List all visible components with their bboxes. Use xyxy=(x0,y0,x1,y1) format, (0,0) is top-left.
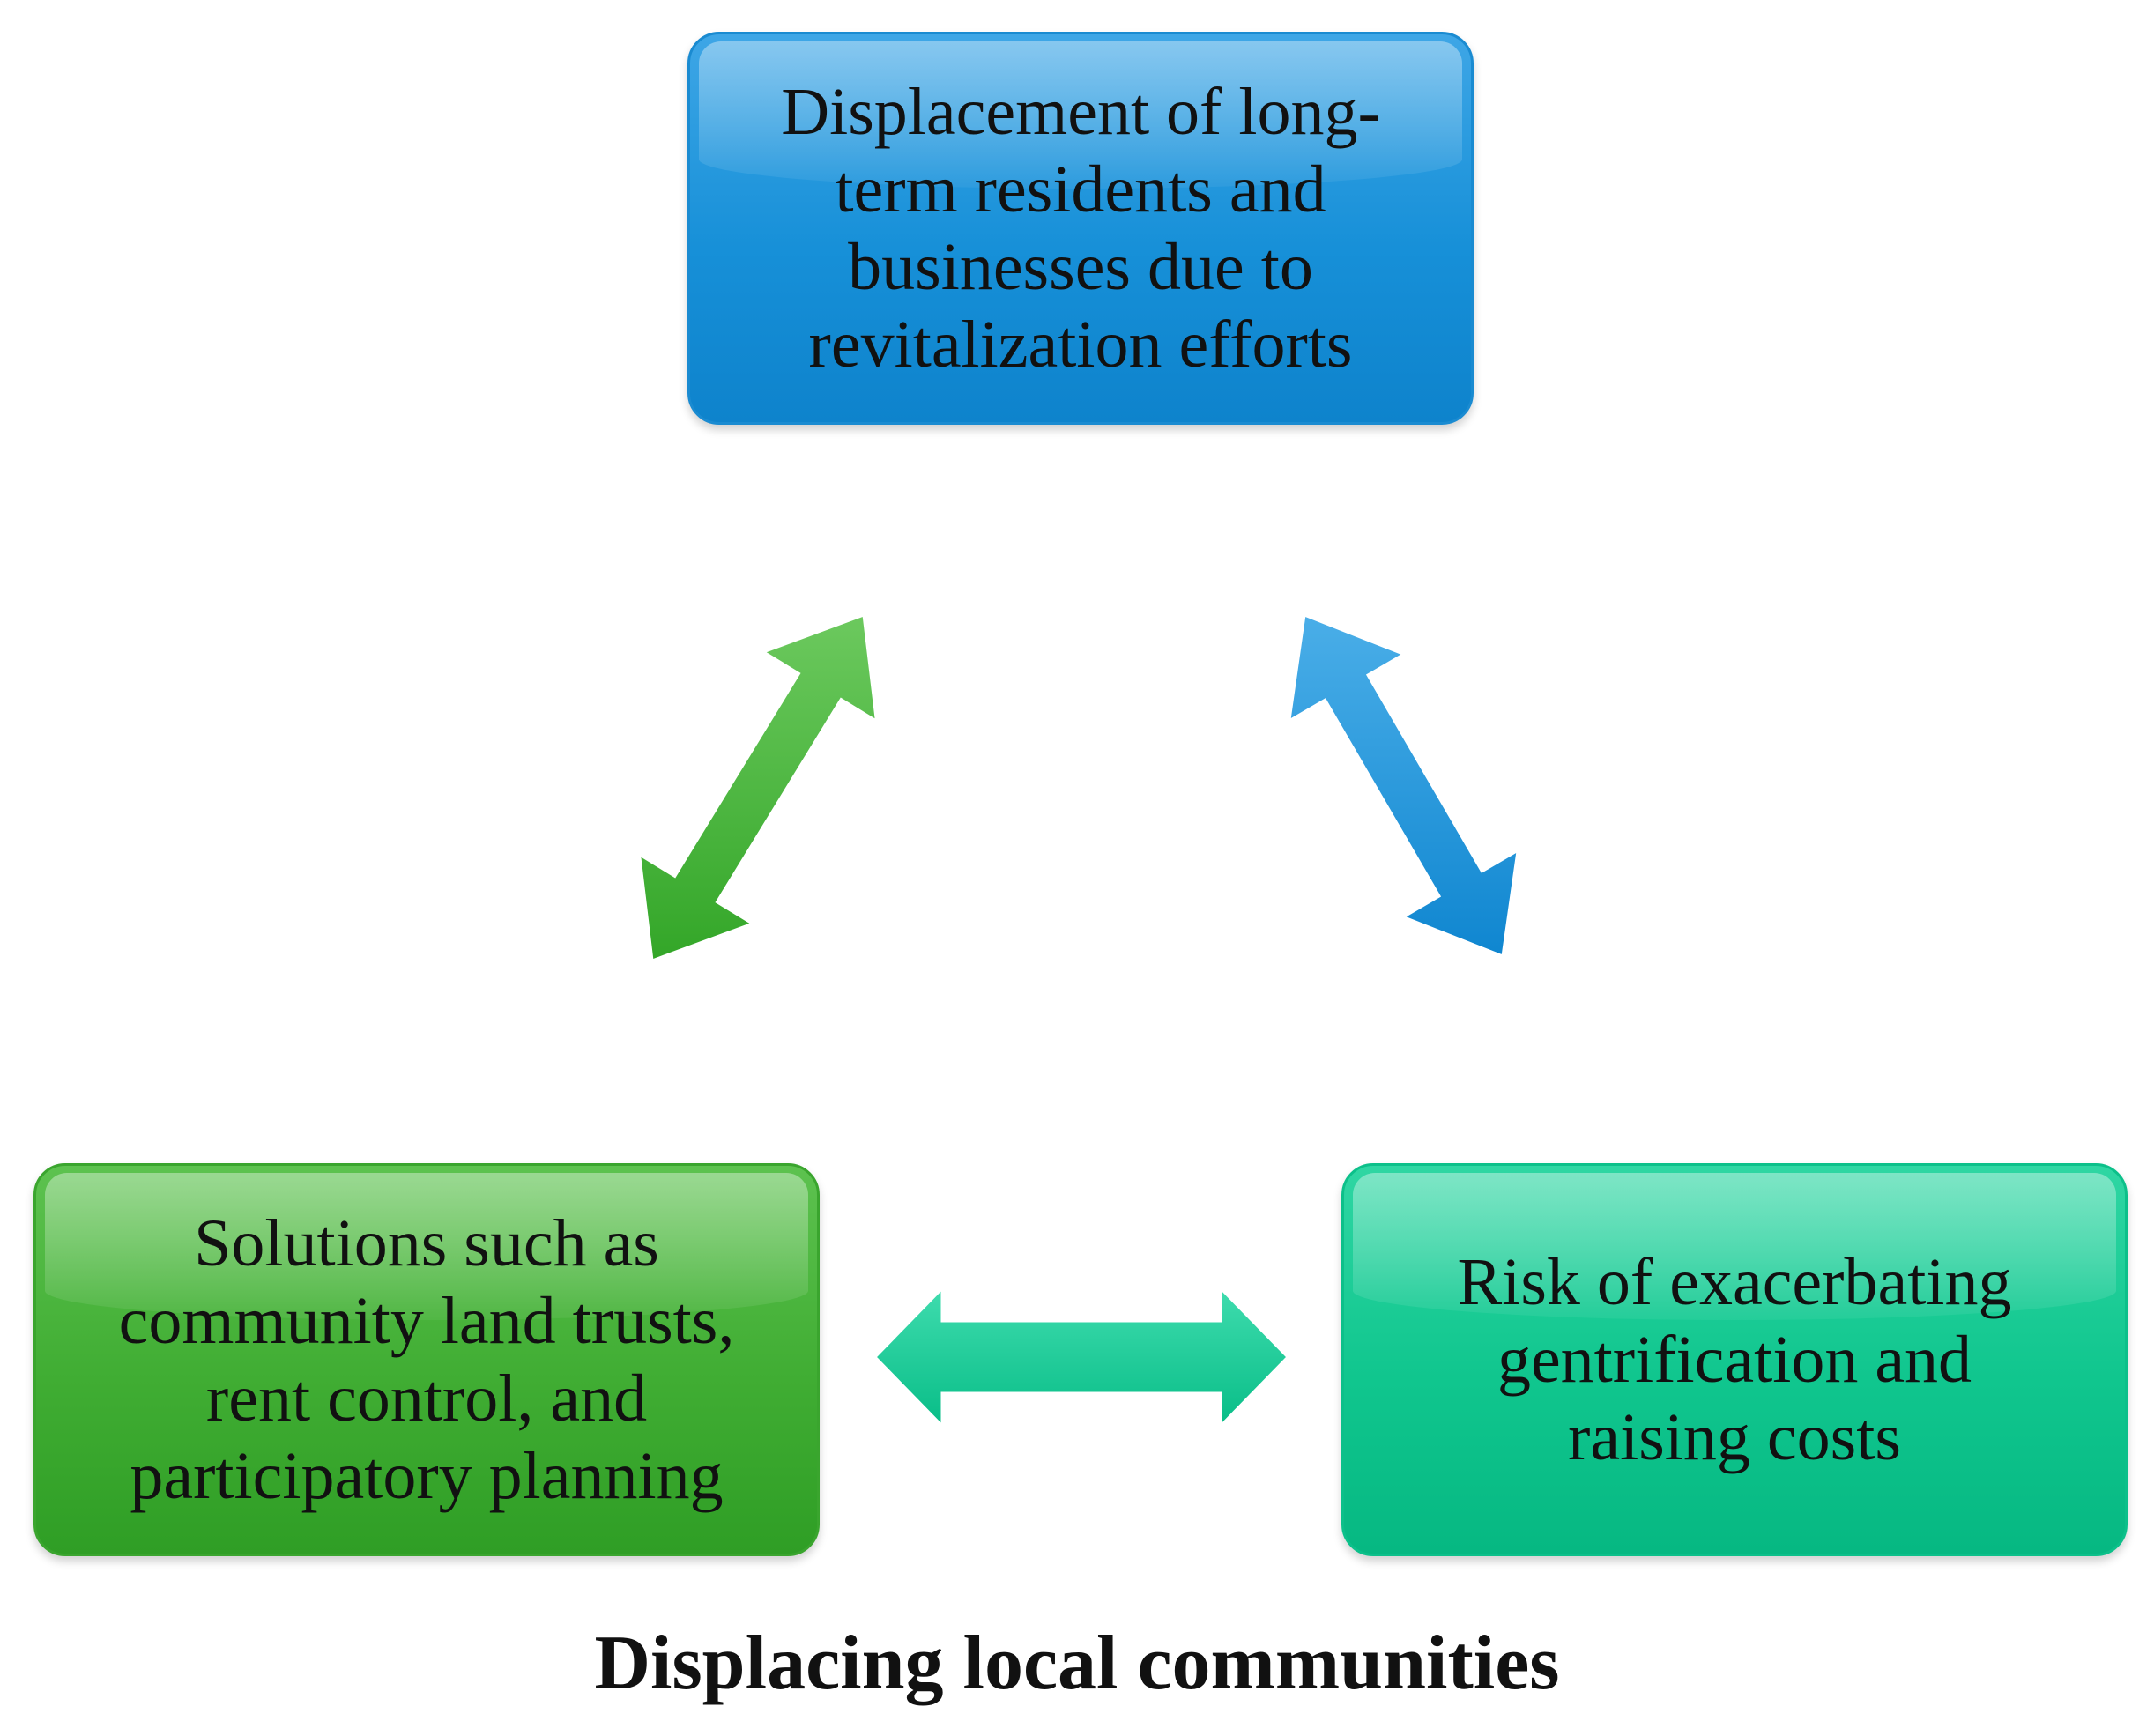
box-solutions: Solutions such as community land trusts,… xyxy=(33,1163,820,1556)
arrow-left-right xyxy=(873,1285,1290,1429)
box-solutions-text: Solutions such as community land trusts,… xyxy=(118,1206,735,1513)
box-risk-text: Risk of exacerbating gentrification and … xyxy=(1457,1245,2012,1474)
box-displacement-text: Displacement of long- term residents and… xyxy=(781,75,1380,382)
arrow-top-right xyxy=(1287,612,1520,959)
arrow-left-top xyxy=(637,612,879,963)
box-displacement: Displacement of long- term residents and… xyxy=(687,32,1474,425)
box-risk: Risk of exacerbating gentrification and … xyxy=(1341,1163,2128,1556)
diagram-caption: Displacing local communities xyxy=(594,1621,1560,1706)
